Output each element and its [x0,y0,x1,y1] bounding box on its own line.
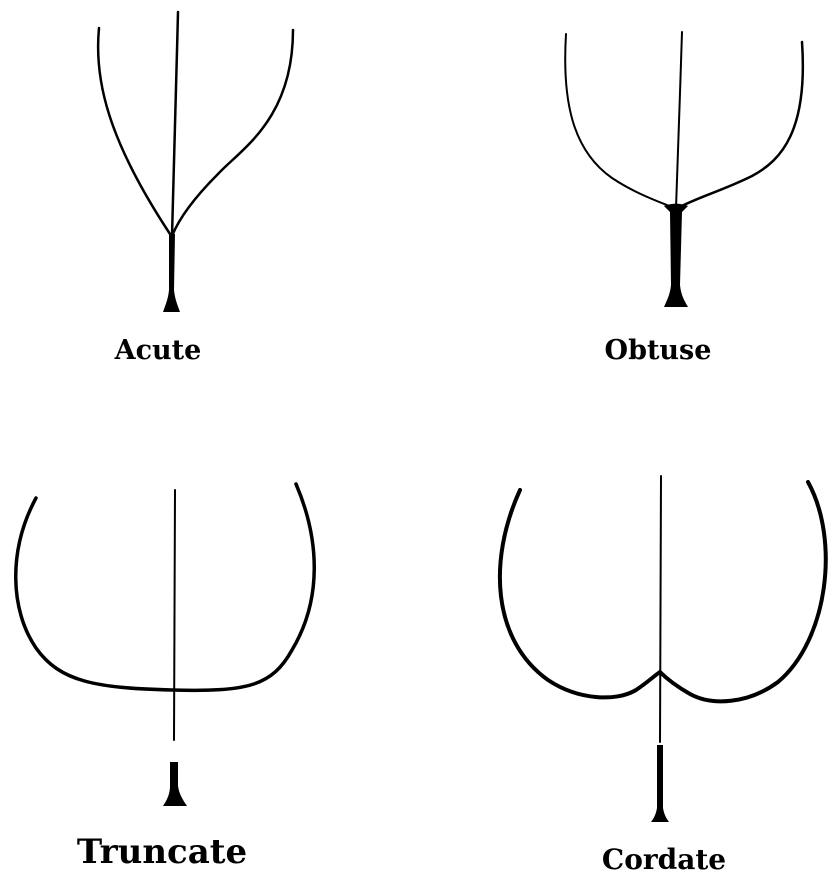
truncate-petiole [163,762,187,806]
obtuse-midrib [676,32,682,208]
acute-midrib [172,12,178,236]
cordate-label: Cordate [602,843,726,876]
truncate-label: Truncate [77,832,247,872]
cordate-midrib [660,476,661,742]
acute-petiole [163,234,180,312]
cordate-petiole [651,745,669,822]
acute-label: Acute [115,335,202,366]
truncate-midrib [174,490,175,740]
obtuse-left-vein [565,34,674,208]
truncate-leaf-base [16,484,315,806]
acute-leaf-base [98,12,293,312]
cordate-leaf-base [500,476,826,822]
cordate-left-lobe [500,490,660,697]
obtuse-label: Obtuse [605,335,712,366]
truncate-blade-outline [16,484,315,690]
obtuse-leaf-base [565,32,803,307]
obtuse-petiole [664,204,688,307]
acute-left-vein [98,28,170,234]
obtuse-right-vein [678,42,803,208]
acute-right-vein [172,30,293,236]
cordate-right-lobe [660,482,826,701]
